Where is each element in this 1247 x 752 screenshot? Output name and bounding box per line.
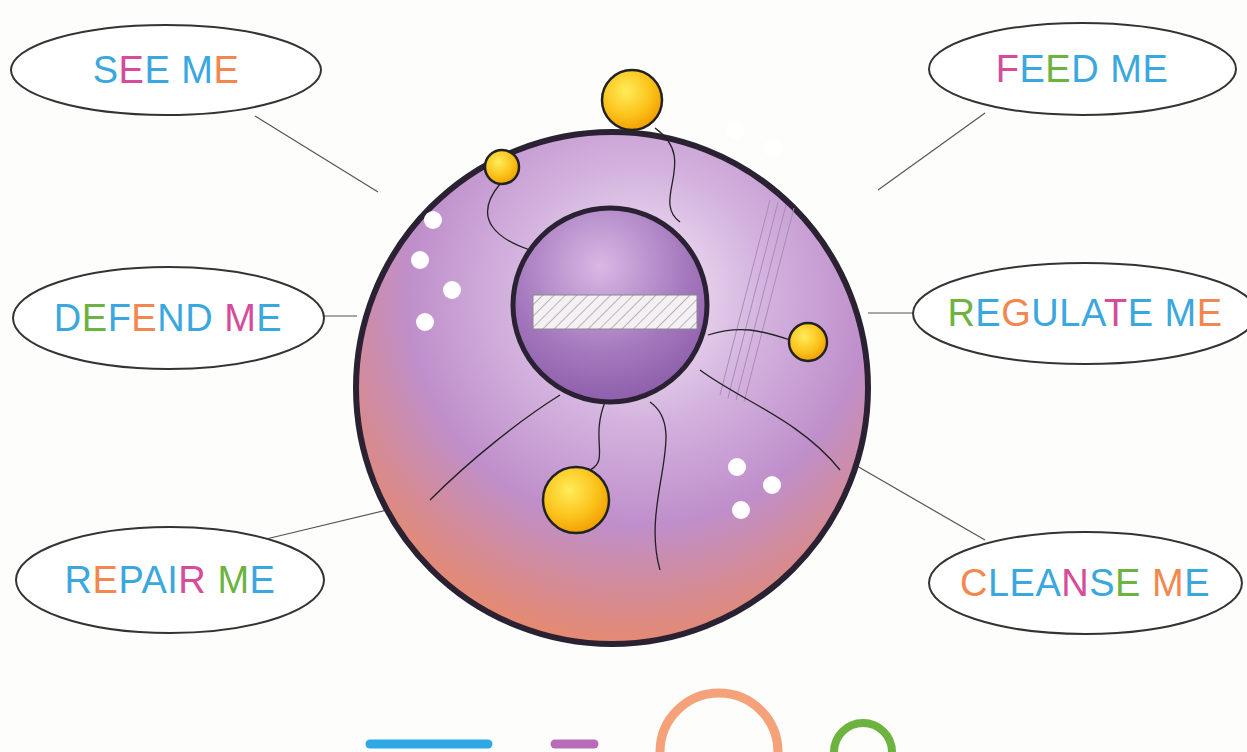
label-oval: SEE ME <box>10 24 322 116</box>
label-text: FEED ME <box>996 48 1168 91</box>
label-oval: DEFEND ME <box>12 266 325 370</box>
label-text: REPAIR ME <box>65 559 276 602</box>
label-text: DEFEND ME <box>54 297 282 340</box>
decorative-marks <box>370 693 892 752</box>
label-oval: CLEANSE ME <box>928 531 1243 635</box>
label-oval: REGULATE ME <box>912 262 1247 365</box>
label-text: CLEANSE ME <box>960 562 1210 605</box>
label-oval: FEED ME <box>928 22 1237 116</box>
label-text: SEE ME <box>93 49 240 92</box>
label-text: REGULATE ME <box>947 292 1222 335</box>
label-oval: REPAIR ME <box>15 526 325 634</box>
